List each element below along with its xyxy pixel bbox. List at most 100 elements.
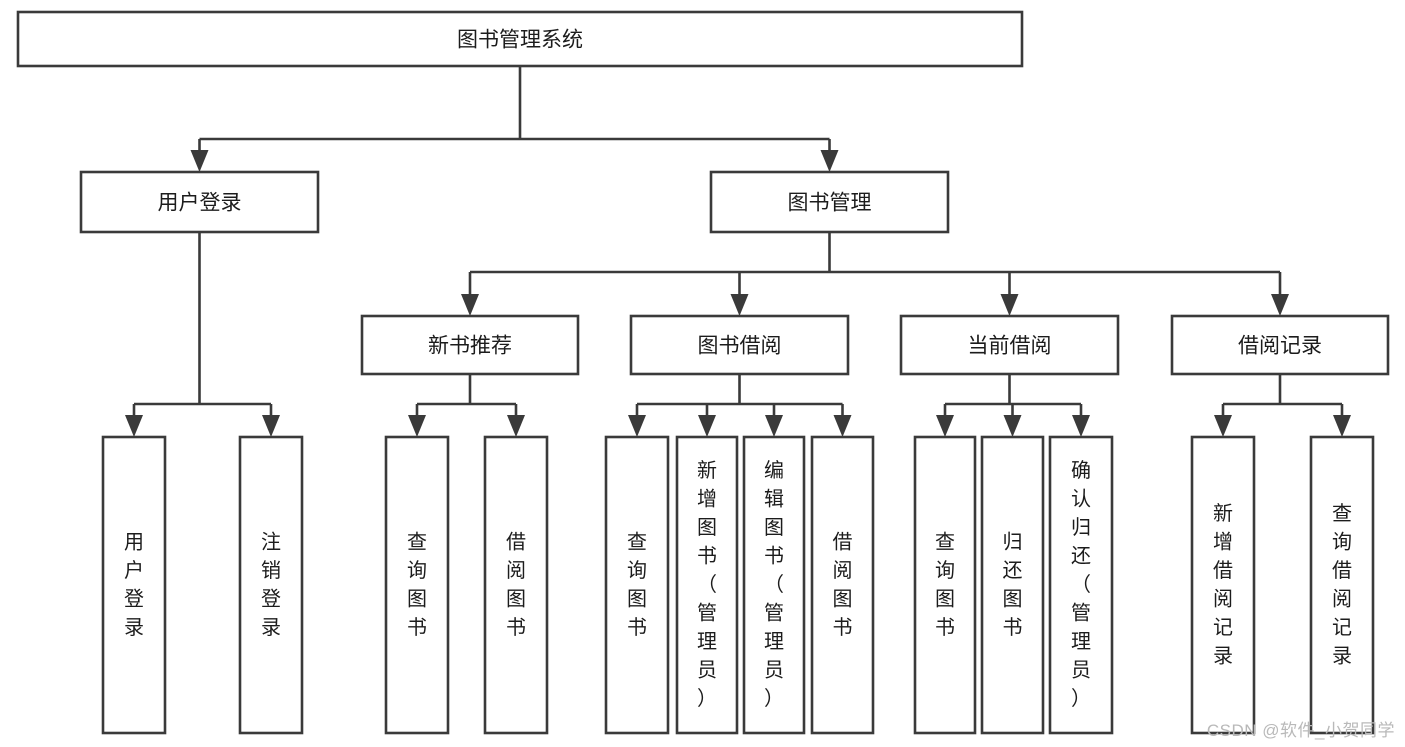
node-label-char: （ bbox=[764, 573, 784, 596]
node-label-char: （ bbox=[1071, 573, 1091, 596]
node-label-char: 确 bbox=[1071, 459, 1091, 482]
arrow-head-icon bbox=[730, 294, 749, 316]
arrow-head-icon bbox=[628, 415, 646, 437]
node-label-char: 归 bbox=[1003, 530, 1023, 553]
node-book-borrow[interactable]: 图书借阅 bbox=[629, 314, 850, 376]
node-box[interactable] bbox=[483, 435, 549, 735]
arrow-head-icon bbox=[833, 415, 852, 437]
arrow-head-icon bbox=[765, 415, 783, 437]
node-label-char: 查 bbox=[1332, 502, 1352, 525]
node-label-char: 理 bbox=[764, 631, 784, 653]
node-label-char: 录 bbox=[1332, 645, 1352, 667]
node-label-char: 员 bbox=[697, 660, 717, 682]
node-label-char: 询 bbox=[935, 559, 955, 582]
node-label-char: 图 bbox=[506, 588, 526, 610]
node-box[interactable] bbox=[899, 314, 1120, 376]
node-label-char: 查 bbox=[407, 530, 427, 553]
arrow-head-icon bbox=[820, 150, 839, 172]
node-label-char: 户 bbox=[124, 559, 144, 582]
arrow-head-icon bbox=[125, 415, 143, 437]
node-label-char: 用 bbox=[124, 531, 144, 553]
node-box[interactable] bbox=[79, 170, 320, 234]
node-label-char: 图 bbox=[627, 588, 647, 610]
node-label-char: 图 bbox=[833, 588, 853, 610]
node-label-char: 新 bbox=[1213, 502, 1233, 525]
node-box[interactable] bbox=[101, 435, 167, 735]
node-label-char: 阅 bbox=[833, 559, 853, 582]
node-box[interactable] bbox=[675, 435, 739, 735]
arrow-head-icon bbox=[408, 415, 426, 437]
node-box[interactable] bbox=[238, 435, 304, 735]
node-box[interactable] bbox=[742, 435, 806, 735]
node-label-char: 还 bbox=[1071, 545, 1091, 568]
node-label-char: 认 bbox=[1071, 488, 1091, 511]
node-box[interactable] bbox=[629, 314, 850, 376]
arrow-head-icon bbox=[1072, 415, 1090, 437]
node-label-char: 管 bbox=[697, 602, 717, 625]
node-label-char: 记 bbox=[1332, 616, 1352, 639]
node-label-char: 录 bbox=[1213, 645, 1233, 667]
node-label-char: 书 bbox=[935, 616, 955, 639]
node-label-char: 借 bbox=[1332, 559, 1352, 582]
node-label-char: 图 bbox=[764, 517, 784, 539]
node-box[interactable] bbox=[709, 170, 950, 234]
node-label-char: 阅 bbox=[506, 559, 526, 582]
node-login-do[interactable]: 用户登录 bbox=[101, 435, 167, 735]
node-label-char: ） bbox=[764, 687, 784, 710]
node-box[interactable] bbox=[1048, 435, 1114, 735]
node-label-char: 询 bbox=[1332, 530, 1352, 553]
node-root[interactable]: 图书管理系统 bbox=[16, 10, 1024, 68]
node-current-borrow[interactable]: 当前借阅 bbox=[899, 314, 1120, 376]
node-book-manage[interactable]: 图书管理 bbox=[709, 170, 950, 234]
node-label-char: 图 bbox=[935, 588, 955, 610]
node-label-char: 查 bbox=[627, 530, 647, 553]
node-box[interactable] bbox=[810, 435, 875, 735]
node-borrow-record[interactable]: 借阅记录 bbox=[1170, 314, 1390, 376]
node-label-char: 借 bbox=[833, 530, 853, 553]
node-label-char: 增 bbox=[1213, 530, 1233, 553]
arrow-head-icon bbox=[461, 294, 479, 316]
arrow-head-icon bbox=[262, 415, 280, 437]
node-label-char: 员 bbox=[764, 660, 784, 682]
node-label-char: 新 bbox=[697, 459, 717, 482]
node-user-login[interactable]: 用户登录 bbox=[79, 170, 320, 234]
arrow-head-icon bbox=[1271, 294, 1289, 316]
node-label-char: 阅 bbox=[1213, 587, 1233, 610]
node-box[interactable] bbox=[1309, 435, 1375, 735]
node-label-char: 阅 bbox=[1332, 587, 1352, 610]
node-label-char: 增 bbox=[697, 488, 717, 511]
node-box[interactable] bbox=[980, 435, 1045, 735]
node-label-char: 书 bbox=[833, 616, 853, 639]
node-box[interactable] bbox=[16, 10, 1024, 68]
arrow-head-icon bbox=[1333, 415, 1351, 437]
arrow-head-icon bbox=[190, 150, 209, 172]
arrow-head-icon bbox=[936, 415, 954, 437]
node-label-char: 询 bbox=[407, 559, 427, 582]
node-label-char: 编 bbox=[764, 459, 784, 482]
node-new-book-recommend[interactable]: 新书推荐 bbox=[360, 314, 580, 376]
node-box[interactable] bbox=[384, 435, 450, 735]
node-box[interactable] bbox=[360, 314, 580, 376]
node-box[interactable] bbox=[1170, 314, 1390, 376]
node-box[interactable] bbox=[1190, 435, 1256, 735]
arrow-head-icon bbox=[1000, 294, 1019, 316]
node-box[interactable] bbox=[913, 435, 977, 735]
node-label-char: 管 bbox=[1071, 602, 1091, 625]
node-label: 用户登录 bbox=[158, 192, 242, 215]
node-label-char: 录 bbox=[261, 617, 281, 639]
node-box[interactable] bbox=[604, 435, 670, 735]
